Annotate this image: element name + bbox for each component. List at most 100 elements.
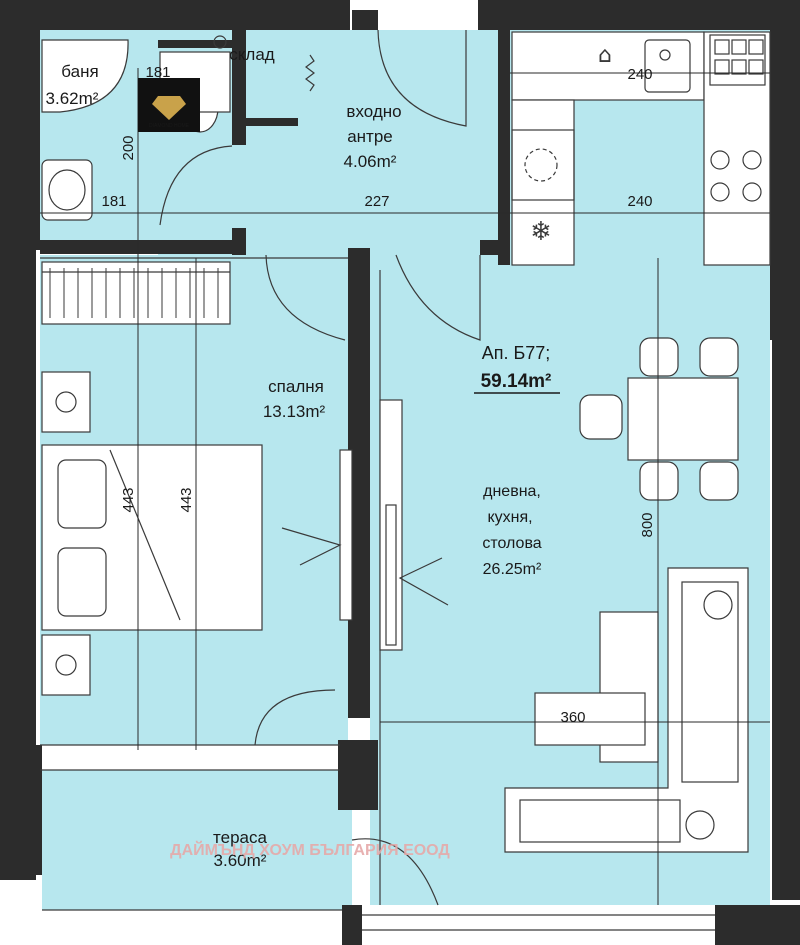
wall-right-upper <box>770 30 800 340</box>
hob-burner <box>710 182 730 202</box>
hob-burner <box>742 150 762 170</box>
oven-cell <box>748 39 764 55</box>
oven-cell <box>731 39 747 55</box>
dishwasher <box>511 129 575 201</box>
sofa-cushion <box>703 590 733 620</box>
sink-drain <box>659 49 671 61</box>
bedroom-terrace-door <box>254 689 336 746</box>
bathroom-fixtures <box>41 39 219 221</box>
hob-burner <box>710 150 730 170</box>
bedroom-door <box>265 254 346 341</box>
tv-unit <box>339 449 353 621</box>
corner-sofa <box>504 567 749 853</box>
tv-panel-inner <box>385 504 397 646</box>
apartment-area: 59.14m² <box>481 371 552 392</box>
lamp-icon <box>55 654 77 676</box>
apartment-name: Ап. Б77; <box>482 343 551 363</box>
wall-left-upper <box>0 0 40 250</box>
bathroom-door <box>159 145 233 226</box>
shower-tray <box>41 39 129 113</box>
dim-bedroom-height-b: 443 <box>178 487 195 512</box>
lamp-icon <box>55 391 77 413</box>
wall-terrace-left <box>30 745 42 875</box>
bedroom-furniture <box>41 371 353 696</box>
terrace-floor <box>42 770 352 910</box>
wall-right-lower <box>772 340 800 900</box>
living-door <box>395 254 481 341</box>
wall-bath-right-low <box>232 228 246 255</box>
bedroom-name: спалня <box>268 377 324 396</box>
dim-kitchen-top: 240 <box>627 66 652 83</box>
wardrobe <box>41 261 231 325</box>
nightstand-top <box>41 371 91 433</box>
watermark-text: ДАЙМЪНД ХОУМ БЪЛГАРИЯ ЕООД <box>170 840 450 859</box>
dining-chair <box>639 337 679 377</box>
dim-kitchen-mid: 240 <box>627 193 652 210</box>
terrace-area: 3.60m² <box>214 851 267 870</box>
kitchen-units: ❄ ⌂ <box>511 31 771 266</box>
freezer-icon: ❄ <box>530 217 552 247</box>
tv-wall-panel <box>379 399 403 651</box>
oven-cell <box>714 39 730 55</box>
dishwasher-icon <box>524 148 558 182</box>
living-area: 26.25m² <box>483 561 542 578</box>
entrance-name-1: входно <box>346 102 401 121</box>
living-label-3: столова <box>482 535 541 552</box>
logo-text: DIAMOND HOME <box>149 123 190 129</box>
blanket-fold <box>109 449 181 621</box>
sofa-seat-vertical <box>681 581 739 783</box>
hob-burner <box>742 182 762 202</box>
living-terrace-door <box>351 838 439 906</box>
wardrobe-box <box>41 261 231 325</box>
dining-chair <box>639 461 679 501</box>
hood-icon: ⌂ <box>598 43 612 68</box>
boiler-icon <box>213 35 227 49</box>
dim-living-width: 360 <box>560 709 585 726</box>
doors <box>159 29 481 906</box>
tv-direction-marker <box>398 557 449 606</box>
pillow-bottom <box>57 547 107 617</box>
dim-bath-width-mid: 181 <box>101 193 126 210</box>
wall-top-right <box>478 0 800 30</box>
dining-chair <box>579 394 623 440</box>
wall-kitchen-corner <box>480 240 510 255</box>
side-table <box>534 692 646 746</box>
living-furniture <box>379 337 749 853</box>
bedroom-area: 13.13m² <box>263 402 326 421</box>
wall-bedroom-terrace <box>338 740 378 810</box>
dim-living-height: 800 <box>639 512 656 537</box>
tv-view-marker <box>281 527 342 566</box>
storage-name: склад <box>229 45 275 64</box>
dim-bath-width-top: 181 <box>145 64 170 81</box>
dining-table <box>627 377 739 461</box>
living-label-2: кухня, <box>487 509 532 526</box>
sofa-seat-horizontal <box>519 799 681 843</box>
nightstand-bottom <box>41 634 91 696</box>
dim-bedroom-height-a: 443 <box>120 487 137 512</box>
pillow-top <box>57 459 107 529</box>
bathroom-area: 3.62m² <box>46 89 99 108</box>
wall-bedroom-right <box>348 248 370 718</box>
wall-bottom-right <box>715 905 800 945</box>
dining-chair <box>699 461 739 501</box>
dim-bath-height: 200 <box>120 135 137 160</box>
oven-cell <box>731 59 747 75</box>
dimension-lines <box>40 68 770 905</box>
wall-kitchen-left <box>498 30 510 265</box>
wall-storage-top <box>158 40 238 48</box>
wall-storage-bottom <box>238 118 298 126</box>
diamond-icon <box>152 96 186 120</box>
wall-bath-right <box>232 30 246 145</box>
wall-top-stub <box>352 10 378 30</box>
kitchen-sink <box>644 39 691 93</box>
wall-top-left <box>0 0 350 30</box>
wall-bath-bottom <box>40 240 240 254</box>
living-label-1: дневна, <box>483 483 541 500</box>
radiator-icon <box>305 54 315 92</box>
entry-door <box>377 29 467 127</box>
entrance-name-2: антре <box>347 127 393 146</box>
washbasin-bowl <box>48 169 86 211</box>
dim-entrance-width: 227 <box>364 193 389 210</box>
